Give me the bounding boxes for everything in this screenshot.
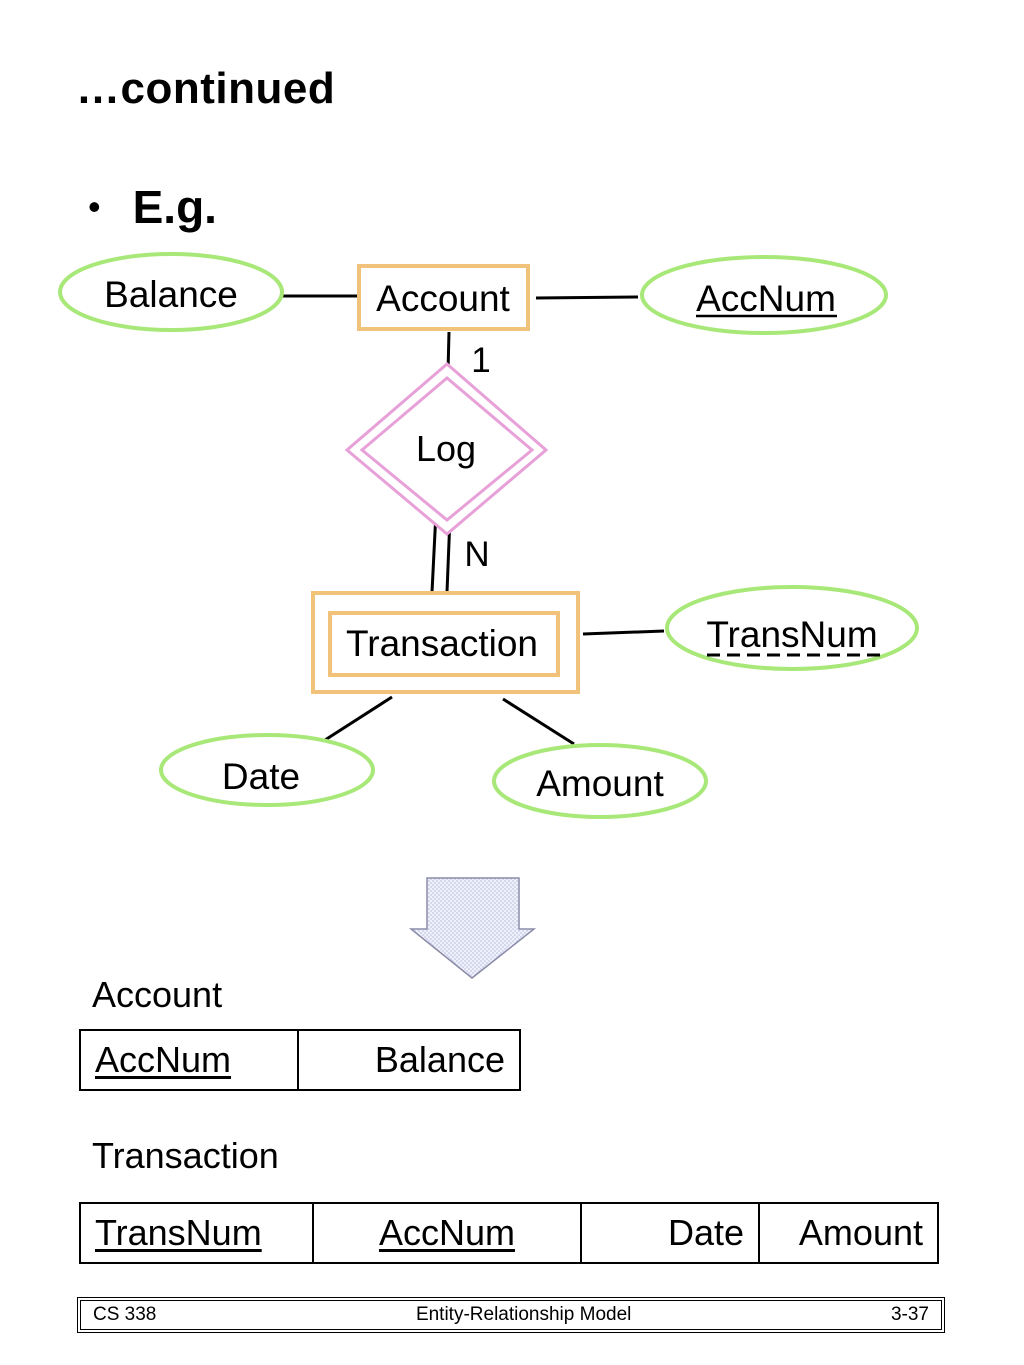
relation-name-account: Account [92, 974, 223, 1015]
attribute-balance: Balance [58, 252, 284, 332]
attribute-label: Balance [104, 274, 238, 315]
attribute-date: Date [159, 733, 375, 807]
bullet-item: • E.g. [88, 180, 217, 234]
attribute-label: Date [222, 756, 300, 797]
relationship-label: Log [416, 428, 476, 469]
line-account-accnum [535, 295, 639, 300]
attribute-ellipse [159, 733, 375, 807]
footer-page-number: 3-37 [890, 1304, 929, 1325]
slide-title: …continued [76, 64, 336, 113]
attribute-ellipse [665, 585, 919, 671]
table-row: TransNum AccNum Date Amount [79, 1202, 939, 1264]
er-diagram: Balance Account AccNum 1 Log N Transacti… [58, 252, 919, 979]
relationship-inner-diamond [359, 376, 535, 522]
entity-label: Transaction [346, 623, 538, 664]
footer-course: CS 338 [93, 1304, 157, 1325]
line-transaction-amount [502, 697, 575, 746]
bullet-text: E.g. [132, 181, 217, 233]
cardinality-n: N [464, 535, 489, 574]
column-transnum: TransNum [79, 1202, 314, 1264]
relation-table-transaction: TransNum AccNum Date Amount [79, 1202, 939, 1264]
column-accnum: AccNum [312, 1202, 582, 1264]
entity-account: Account [357, 264, 530, 331]
line-transaction-transnum [582, 629, 665, 636]
attribute-ellipse [58, 252, 284, 332]
relation-table-account: AccNum Balance [79, 1029, 521, 1091]
column-date: Date [580, 1202, 760, 1264]
relationship-log: Log [344, 362, 549, 536]
entity-box [357, 264, 530, 331]
attribute-ellipse [492, 743, 708, 819]
attribute-amount: Amount [492, 743, 708, 819]
down-arrow-icon [408, 877, 537, 979]
attribute-ellipse [640, 255, 888, 335]
column-amount: Amount [758, 1202, 939, 1264]
column-accnum: AccNum [79, 1029, 299, 1091]
entity-label: Account [376, 278, 510, 319]
line-transaction-date [324, 695, 393, 742]
column-balance: Balance [297, 1029, 521, 1091]
bullet-dot-icon: • [88, 186, 101, 227]
relation-name-transaction: Transaction [92, 1135, 279, 1176]
entity-inner-box [328, 611, 560, 677]
footer-topic: Entity-Relationship Model [415, 1304, 632, 1325]
attribute-transnum: TransNum [665, 585, 919, 671]
attribute-label: TransNum [706, 614, 877, 655]
table-row: AccNum Balance [79, 1029, 521, 1091]
cardinality-one: 1 [471, 341, 490, 380]
entity-transaction: Transaction [311, 591, 580, 694]
attribute-label: AccNum [696, 278, 836, 319]
slide-footer: CS 338 Entity-Relationship Model 3-37 [77, 1297, 945, 1333]
relationship-outer-diamond [344, 362, 549, 536]
attribute-label: Amount [536, 763, 664, 804]
attribute-accnum: AccNum [640, 255, 888, 335]
